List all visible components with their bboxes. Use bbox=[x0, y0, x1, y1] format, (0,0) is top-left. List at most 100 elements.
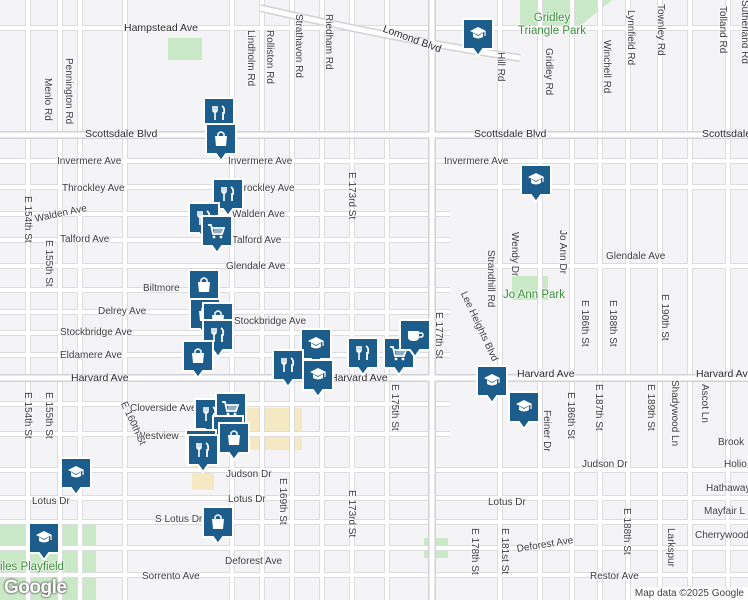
street-label: Pennington Rd bbox=[63, 58, 74, 125]
street-label: Delrey Ave bbox=[98, 306, 147, 317]
street-label: Strandhill Rd bbox=[485, 250, 496, 308]
street-label: E 175th St bbox=[389, 384, 400, 431]
school-marker[interactable] bbox=[26, 520, 62, 564]
street-label: Harvard Ave bbox=[696, 368, 748, 380]
street-label: S Lotus Dr bbox=[155, 514, 203, 525]
restaurant-icon bbox=[272, 349, 304, 389]
street-label: Sorrento Ave bbox=[142, 571, 200, 582]
restaurant-marker[interactable] bbox=[185, 432, 221, 476]
school-icon bbox=[508, 391, 540, 431]
street-label: Scottsdale Blvd bbox=[474, 128, 547, 140]
street-label: Hill Rd bbox=[495, 52, 506, 82]
street-label: E 155th St bbox=[43, 392, 54, 439]
school-marker[interactable] bbox=[300, 357, 336, 401]
street-label: E 186th St bbox=[565, 392, 576, 439]
street-label: Tolland Rd bbox=[717, 6, 728, 54]
shopping-marker[interactable] bbox=[180, 338, 216, 382]
street-label: Menlo Rd bbox=[42, 78, 53, 121]
map-attribution: Map data ©2025 Google bbox=[630, 587, 748, 600]
street-label: Harvard Ave bbox=[71, 372, 129, 384]
street-label: E 177th St bbox=[433, 312, 444, 359]
street-label: Cloverside Ave bbox=[130, 403, 197, 414]
school-marker[interactable] bbox=[518, 162, 554, 206]
grocery-icon bbox=[201, 215, 233, 255]
street-label: Brook bbox=[718, 437, 745, 448]
street-label: E 188th St bbox=[607, 300, 618, 347]
shopping-icon bbox=[182, 340, 214, 380]
street-label: Strathavon Rd bbox=[293, 14, 304, 78]
school-icon bbox=[60, 457, 92, 497]
street-label: E 169th St bbox=[277, 478, 288, 525]
street-label: Scottsdale Blvd bbox=[85, 128, 158, 140]
school-icon bbox=[302, 359, 334, 399]
street-label: Larkspur bbox=[665, 528, 676, 567]
school-marker[interactable] bbox=[506, 389, 542, 433]
street-label: E 190th St bbox=[659, 294, 670, 341]
street-label: Glendale Ave bbox=[226, 261, 286, 272]
school-icon bbox=[476, 365, 508, 405]
school-marker[interactable] bbox=[474, 363, 510, 407]
street-label: Eldamere Ave bbox=[60, 350, 123, 361]
school-marker[interactable] bbox=[460, 16, 496, 60]
restaurant-marker[interactable] bbox=[270, 347, 306, 391]
street-label: Townley Rd bbox=[655, 4, 666, 56]
street-label: Winchell Rd bbox=[601, 40, 612, 94]
street-label: Invermere Ave bbox=[57, 156, 122, 167]
street-label: E 155th St bbox=[43, 240, 54, 287]
street-label: Lotus Dr bbox=[32, 496, 70, 507]
park-label: Gridley Triangle Park bbox=[518, 12, 586, 37]
park-label: Jo Ann Park bbox=[503, 289, 566, 301]
street-label: Hampstead Ave bbox=[124, 22, 198, 34]
shopping-icon bbox=[202, 506, 234, 546]
google-logo: Google bbox=[4, 577, 67, 598]
street-label: Lynnfield Rd bbox=[625, 10, 636, 66]
street-label: Biltmore bbox=[143, 283, 180, 294]
street-label: Lotus Dr bbox=[228, 494, 266, 505]
street-label: E 173rd St bbox=[346, 172, 357, 220]
shopping-marker[interactable] bbox=[203, 121, 239, 165]
street-label: E 173rd St bbox=[346, 490, 357, 538]
shopping-marker[interactable] bbox=[200, 504, 236, 548]
street-label: E 188th St bbox=[621, 508, 632, 555]
street-label: E 187th St bbox=[593, 384, 604, 431]
street-label: Judson Dr bbox=[226, 469, 272, 480]
street-label: Deforest Ave bbox=[225, 556, 283, 567]
restaurant-marker[interactable] bbox=[345, 335, 381, 379]
street-label: Westview bbox=[136, 431, 179, 442]
street-label: Throckley Ave bbox=[62, 183, 125, 194]
street-label: Invermere Ave bbox=[228, 156, 293, 167]
street-label: Cherrywood bbox=[695, 530, 748, 541]
coffee-icon bbox=[399, 319, 431, 359]
street-label: Throckley Ave bbox=[232, 183, 295, 194]
street-label: Jo Ann Dr bbox=[557, 230, 568, 274]
park-label: iles Playfield bbox=[0, 561, 64, 573]
street-label: Holio bbox=[724, 459, 747, 470]
shopping-marker[interactable] bbox=[216, 420, 252, 464]
street-label: E 186th St bbox=[579, 300, 590, 347]
school-marker[interactable] bbox=[58, 455, 94, 499]
shopping-icon bbox=[218, 422, 250, 462]
coffee-marker[interactable] bbox=[397, 317, 433, 361]
street-label: Restor Ave bbox=[590, 571, 639, 582]
street-label: Invermere Ave bbox=[444, 156, 509, 167]
street-label: Feiner Dr bbox=[541, 410, 552, 452]
street-label: Glendale Ave bbox=[606, 251, 666, 262]
street-label: Riedham Rd bbox=[323, 14, 334, 70]
street-label: Harvard Ave bbox=[517, 368, 575, 380]
street-label: Lotus Dr bbox=[488, 497, 526, 508]
street-label: E 178th St bbox=[469, 528, 480, 575]
street-label: E 154th St bbox=[22, 196, 33, 243]
street-label: Harvard Ave bbox=[330, 372, 388, 384]
street-label: Walden Ave bbox=[232, 209, 285, 220]
park-area bbox=[168, 38, 202, 60]
street-label: Stockbridge Ave bbox=[60, 327, 133, 338]
street-label: Talford Ave bbox=[60, 234, 110, 245]
shopping-icon bbox=[205, 123, 237, 163]
grocery-marker[interactable] bbox=[199, 213, 235, 257]
